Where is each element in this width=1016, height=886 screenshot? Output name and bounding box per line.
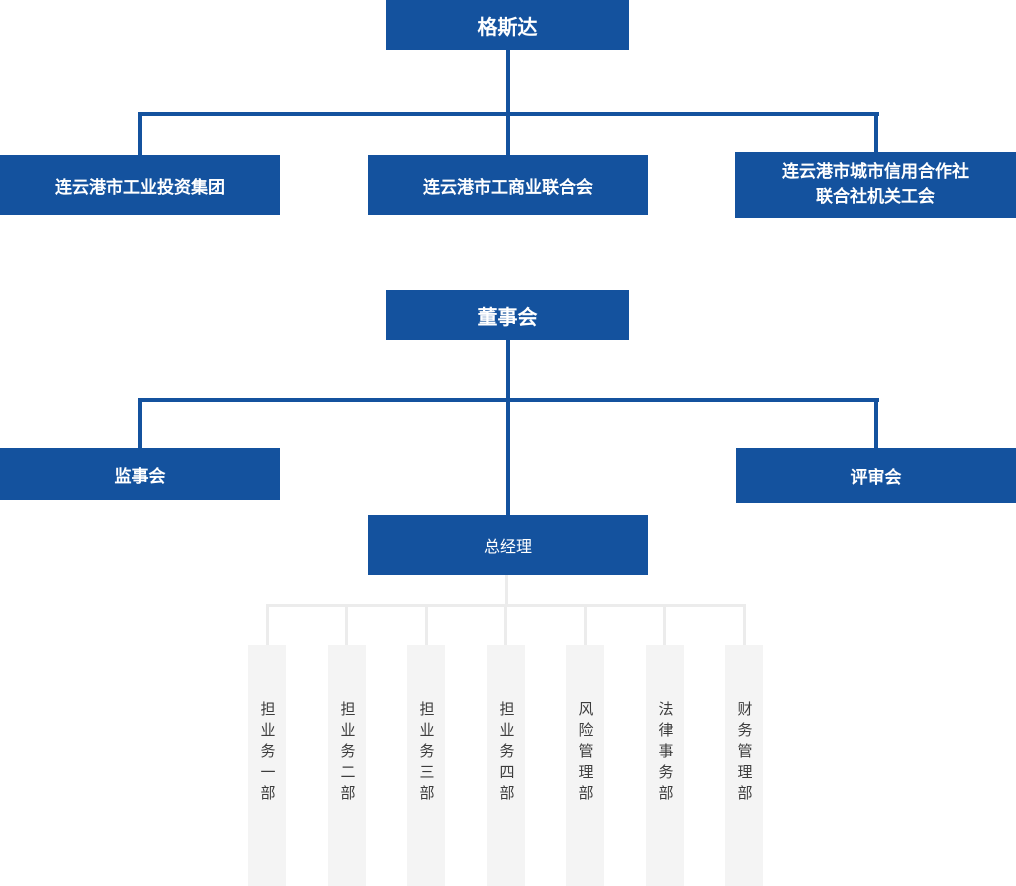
dept-column-finance-management: 财务管理部 xyxy=(725,645,763,886)
connector-dept-drop-3 xyxy=(425,604,428,645)
node-root: 格斯达 xyxy=(386,0,629,50)
connector-dept-drop-1 xyxy=(266,604,269,645)
connector-shareholders-horizontal xyxy=(138,112,879,116)
dept-label: 担业务二部 xyxy=(338,701,356,806)
dept-column-legal-affairs: 法律事务部 xyxy=(646,645,684,886)
node-shareholder-industrial-investment: 连云港市工业投资集团 xyxy=(0,155,280,215)
dept-label: 担业务三部 xyxy=(417,701,435,806)
dept-column-business-1: 担业务一部 xyxy=(248,645,286,886)
connector-shareholder-right-drop xyxy=(874,112,878,155)
connector-board-vertical xyxy=(506,340,510,515)
shareholder-credit-union-line1: 连云港市城市信用合作社 xyxy=(782,162,969,182)
connector-dept-drop-4 xyxy=(504,604,507,645)
dept-column-business-2: 担业务二部 xyxy=(328,645,366,886)
dept-label: 法律事务部 xyxy=(656,701,674,806)
node-general-manager: 总经理 xyxy=(368,515,648,575)
node-supervisory-board: 监事会 xyxy=(0,448,280,500)
connector-dept-drop-6 xyxy=(663,604,666,645)
connector-committees-horizontal xyxy=(138,398,879,402)
connector-gm-vertical xyxy=(505,575,508,607)
node-board-of-directors: 董事会 xyxy=(386,290,629,340)
node-shareholder-credit-union: 连云港市城市信用合作社 联合社机关工会 xyxy=(735,152,1016,218)
node-review-committee: 评审会 xyxy=(736,448,1016,503)
shareholder-credit-union-line2: 联合社机关工会 xyxy=(816,187,935,206)
dept-column-risk-management: 风险管理部 xyxy=(566,645,604,886)
connector-review-drop xyxy=(874,398,878,448)
node-shareholder-federation-industry-commerce: 连云港市工商业联合会 xyxy=(368,155,648,215)
connector-dept-drop-5 xyxy=(584,604,587,645)
connector-root-vertical xyxy=(506,50,510,155)
dept-label: 担业务四部 xyxy=(497,701,515,806)
connector-shareholder-left-drop xyxy=(138,112,142,155)
dept-column-business-3: 担业务三部 xyxy=(407,645,445,886)
connector-dept-drop-2 xyxy=(345,604,348,645)
dept-label: 担业务一部 xyxy=(258,701,276,806)
connector-dept-drop-7 xyxy=(743,604,746,645)
dept-column-business-4: 担业务四部 xyxy=(487,645,525,886)
connector-supervisory-drop xyxy=(138,398,142,448)
dept-label: 风险管理部 xyxy=(576,701,594,806)
dept-label: 财务管理部 xyxy=(735,701,753,806)
